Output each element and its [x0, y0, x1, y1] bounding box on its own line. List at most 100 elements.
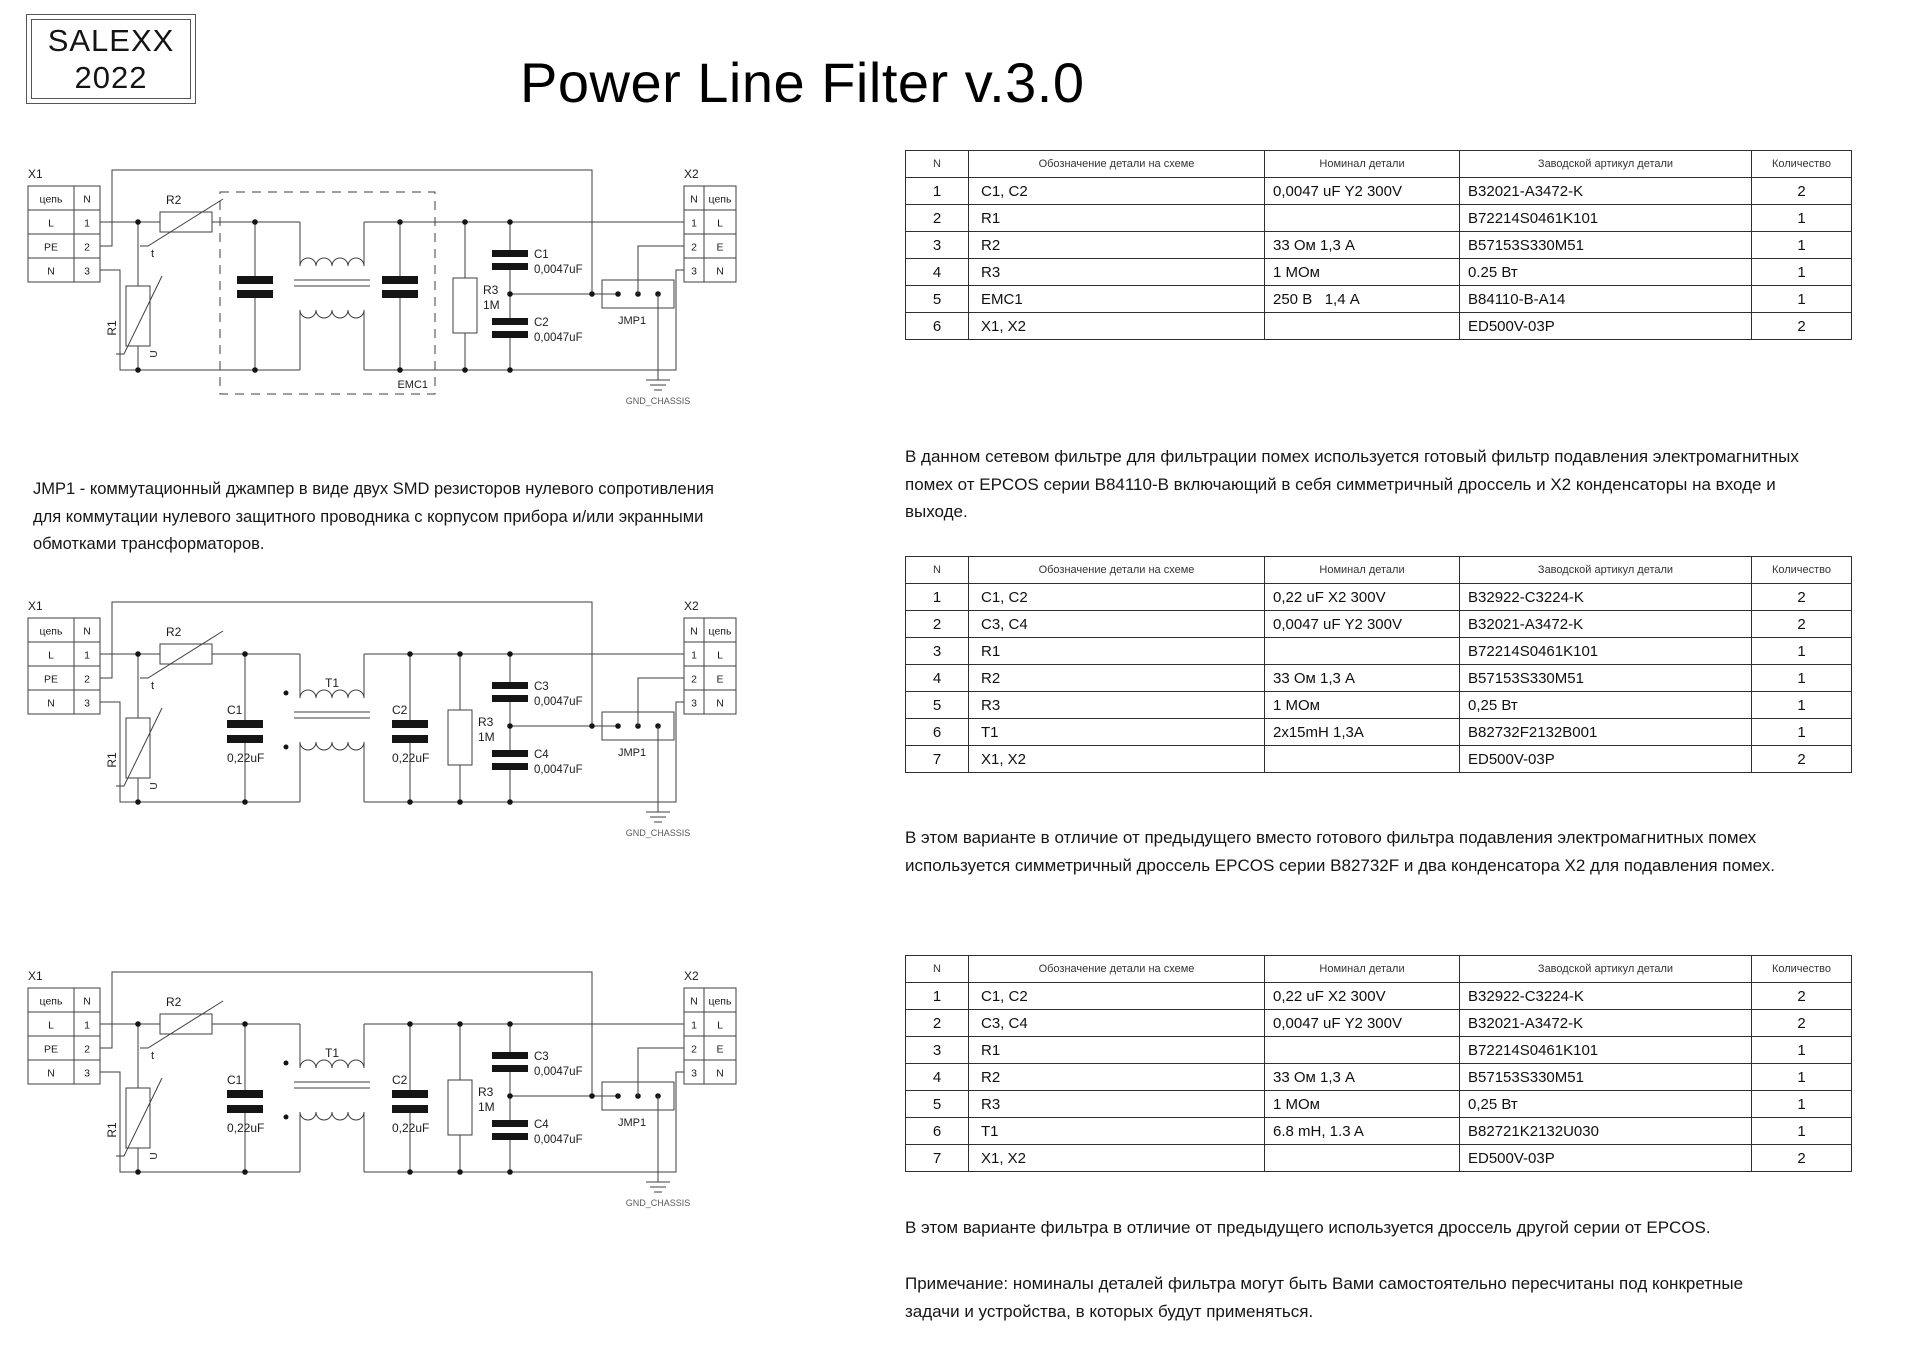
svg-text:R1: R1: [105, 320, 119, 336]
svg-text:GND_CHASSIS: GND_CHASSIS: [626, 396, 691, 406]
svg-text:N: N: [690, 194, 698, 206]
footnote: Примечание: номиналы деталей фильтра мог…: [905, 1274, 1744, 1321]
table-cell: 0,0047 uF Y2 300V: [1264, 610, 1460, 638]
svg-text:цепь: цепь: [40, 626, 63, 638]
table-cell: 2: [1751, 1144, 1852, 1172]
page-title: Power Line Filter v.3.0: [520, 51, 1085, 114]
svg-text:1: 1: [691, 218, 697, 230]
common-mode-choke: [294, 1024, 370, 1172]
winding-dot: [283, 744, 289, 750]
svg-text:1: 1: [84, 1020, 90, 1032]
table-cell: R1: [968, 637, 1265, 665]
table-cell: EMC1: [968, 285, 1265, 313]
table-cell: 2: [1751, 312, 1852, 340]
table-cell: 7: [905, 1144, 969, 1172]
svg-text:0,22uF: 0,22uF: [227, 751, 264, 765]
svg-text:C3: C3: [534, 1051, 549, 1063]
svg-text:N: N: [716, 266, 724, 278]
table-cell: R2: [968, 1063, 1265, 1091]
table-cell: R3: [968, 1090, 1265, 1118]
table-cell: 2: [1751, 745, 1852, 773]
table-cell: 33 Ом 1,3 А: [1264, 664, 1460, 692]
svg-text:X1: X1: [28, 167, 43, 181]
svg-text:GND_CHASSIS: GND_CHASSIS: [626, 828, 691, 838]
svg-text:t: t: [151, 248, 154, 260]
svg-text:L: L: [48, 650, 54, 662]
table-cell: T1: [968, 1117, 1265, 1145]
svg-text:N: N: [716, 698, 724, 710]
table-cell: 2x15mH 1,3A: [1264, 718, 1460, 746]
table-cell: B72214S0461K101: [1459, 1036, 1752, 1064]
table-cell: 1 МОм: [1264, 258, 1460, 286]
svg-text:1: 1: [84, 218, 90, 230]
svg-text:цепь: цепь: [709, 626, 732, 638]
column-header: Номинал детали: [1264, 556, 1460, 584]
svg-text:E: E: [716, 242, 723, 254]
table-cell: 3: [905, 231, 969, 259]
table-cell: ED500V-03P: [1459, 312, 1752, 340]
jumper-jmp1: JMP1: [601, 711, 675, 759]
table-cell: B32021-A3472-K: [1459, 610, 1752, 638]
svg-text:N: N: [47, 698, 55, 710]
svg-text:цепь: цепь: [709, 996, 732, 1008]
svg-text:L: L: [717, 1020, 723, 1032]
table-cell: 1: [1751, 637, 1852, 665]
table-cell: [1264, 312, 1460, 340]
table-cell: B84110-B-A14: [1459, 285, 1752, 313]
table-cell: [1264, 204, 1460, 232]
svg-text:0,22uF: 0,22uF: [392, 1121, 429, 1135]
svg-text:L: L: [717, 218, 723, 230]
table-cell: 6: [905, 718, 969, 746]
svg-text:N: N: [690, 626, 698, 638]
table-cell: T1: [968, 718, 1265, 746]
table-cell: 33 Ом 1,3 А: [1264, 231, 1460, 259]
table-cell: C1, C2: [968, 982, 1265, 1010]
svg-text:JMP1: JMP1: [618, 315, 646, 327]
winding-dot: [283, 1060, 289, 1066]
svg-text:R2: R2: [166, 625, 182, 639]
table-cell: X1, X2: [968, 312, 1265, 340]
table-cell: R3: [968, 691, 1265, 719]
table-cell: B32922-C3224-K: [1459, 982, 1752, 1010]
svg-text:t: t: [151, 1050, 154, 1062]
table-cell: B72214S0461K101: [1459, 204, 1752, 232]
table-cell: 1: [1751, 285, 1852, 313]
svg-text:L: L: [48, 218, 54, 230]
svg-text:JMP1: JMP1: [618, 747, 646, 759]
svg-text:2: 2: [84, 1044, 90, 1056]
table-cell: C1, C2: [968, 177, 1265, 205]
svg-text:X2: X2: [684, 167, 699, 181]
svg-text:R3: R3: [478, 715, 494, 729]
table-cell: 3: [905, 1036, 969, 1064]
table-cell: 4: [905, 1063, 969, 1091]
svg-text:R1: R1: [105, 752, 119, 768]
table-cell: 2: [905, 1009, 969, 1037]
svg-text:2: 2: [691, 1044, 697, 1056]
column-header: N: [905, 556, 969, 584]
table-cell: 0.25 Вт: [1459, 258, 1752, 286]
column-header: Обозначение детали на схеме: [968, 556, 1265, 584]
table-cell: 1: [1751, 1117, 1852, 1145]
table-cell: 5: [905, 691, 969, 719]
svg-text:2: 2: [691, 674, 697, 686]
svg-text:R3: R3: [483, 283, 499, 297]
table-cell: [1264, 1036, 1460, 1064]
table-cell: [1264, 1144, 1460, 1172]
logo-frame: SALEXX 2022: [31, 19, 191, 99]
svg-text:EMC1: EMC1: [397, 379, 428, 391]
svg-text:3: 3: [691, 1068, 697, 1080]
jmp1-note: JMP1 - коммутационный джампер в виде дву…: [33, 480, 714, 553]
svg-text:GND_CHASSIS: GND_CHASSIS: [626, 1198, 691, 1208]
